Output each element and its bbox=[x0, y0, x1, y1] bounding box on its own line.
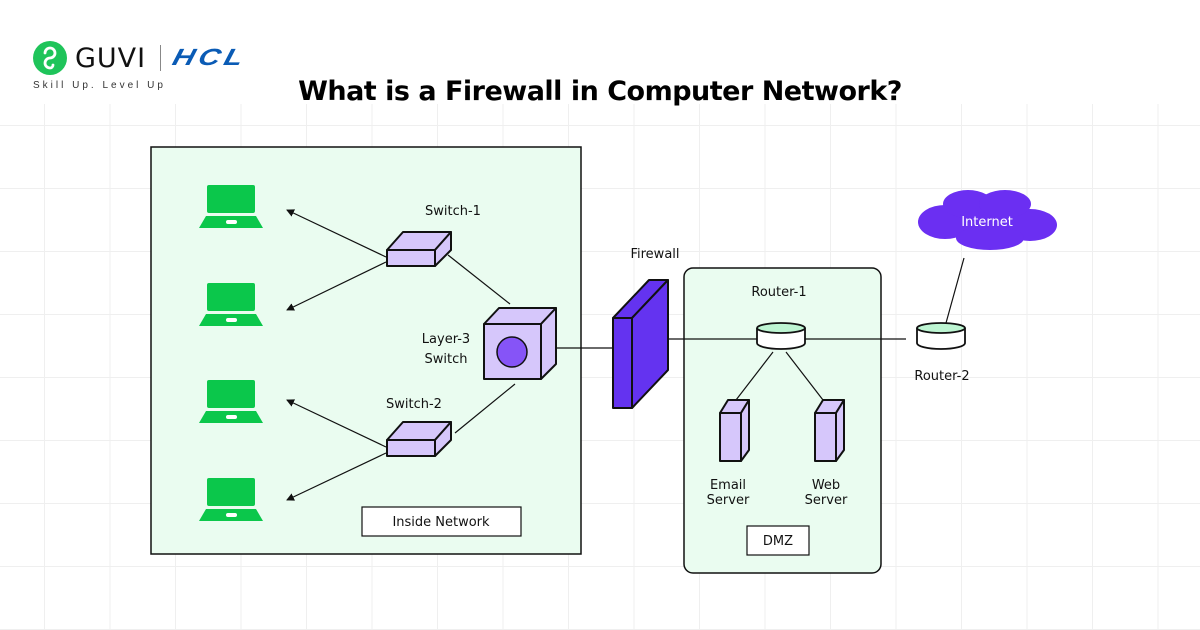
layer3-switch-icon bbox=[483, 307, 557, 380]
dmz-label-box bbox=[746, 525, 810, 556]
link-switch2-laptop3 bbox=[286, 399, 387, 448]
page-title: What is a Firewall in Computer Network? bbox=[298, 76, 902, 107]
link-switch2-layer3 bbox=[454, 383, 516, 434]
switch-2-label: Switch-2 bbox=[386, 397, 442, 412]
laptop-icon bbox=[199, 478, 263, 521]
email-server-label-line2: Server bbox=[707, 493, 750, 508]
email-server-icon bbox=[719, 399, 750, 462]
inside-network-label-box bbox=[361, 506, 522, 537]
switch-1-label: Switch-1 bbox=[425, 204, 481, 219]
web-server-label-line1: Web bbox=[812, 478, 840, 493]
link-router1-web bbox=[785, 351, 824, 401]
router-1-label: Router-1 bbox=[751, 285, 806, 300]
inside-network-label: Inside Network bbox=[392, 515, 490, 530]
dmz-zone bbox=[683, 267, 882, 574]
guvi-wordmark: GUVI bbox=[75, 42, 147, 74]
laptop-icon bbox=[199, 185, 263, 228]
laptop-icon bbox=[199, 283, 263, 326]
brand-tagline: Skill Up. Level Up bbox=[33, 80, 166, 91]
layer3-switch-label-line1: Layer-3 bbox=[422, 332, 470, 347]
web-server-icon bbox=[814, 399, 845, 462]
web-server-label-line2: Server bbox=[805, 493, 848, 508]
link-switch2-laptop4 bbox=[286, 452, 387, 501]
router-1-icon bbox=[756, 322, 806, 350]
logo-divider bbox=[160, 45, 162, 71]
dmz-label: DMZ bbox=[763, 534, 793, 549]
switch-2-icon bbox=[386, 421, 452, 457]
link-switch1-laptop2 bbox=[286, 261, 387, 311]
link-switch1-laptop1 bbox=[286, 209, 387, 258]
email-server-label-line1: Email bbox=[710, 478, 746, 493]
link-switch1-layer3 bbox=[447, 254, 511, 305]
router-2-icon bbox=[916, 322, 966, 350]
brand-logo: GUVI HCL bbox=[33, 38, 250, 78]
connections bbox=[286, 209, 965, 501]
internet-label: Internet bbox=[961, 215, 1013, 230]
guvi-logo-icon bbox=[33, 41, 67, 75]
header-background bbox=[0, 0, 1200, 104]
link-router2-internet bbox=[945, 257, 965, 324]
layer3-switch-label-line2: Switch bbox=[425, 352, 468, 367]
switch-1-icon bbox=[386, 231, 452, 267]
internet-cloud-icon bbox=[918, 190, 1057, 250]
laptop-icon bbox=[199, 380, 263, 423]
firewall-label: Firewall bbox=[630, 247, 679, 262]
firewall-icon bbox=[612, 279, 669, 409]
link-router1-email bbox=[735, 351, 774, 401]
router-2-label: Router-2 bbox=[914, 369, 969, 384]
